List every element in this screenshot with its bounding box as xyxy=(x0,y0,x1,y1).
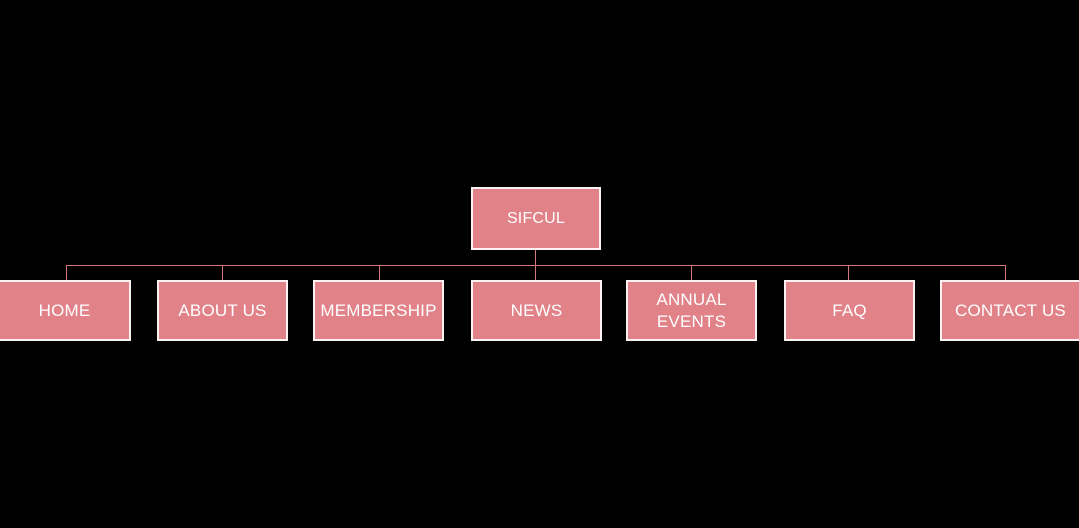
connector-stub-contact-us xyxy=(1005,265,1006,280)
node-faq-label: FAQ xyxy=(832,300,867,320)
connector-horizontal-bus xyxy=(66,265,1006,266)
connector-stub-membership xyxy=(379,265,380,280)
node-contact-us-label: CONTACT US xyxy=(955,300,1066,320)
connector-stub-about-us xyxy=(222,265,223,280)
node-home-label: HOME xyxy=(38,300,91,320)
node-about-us-label: ABOUT US xyxy=(178,300,267,320)
node-home[interactable]: HOME xyxy=(0,280,131,341)
connector-stub-home xyxy=(66,265,67,280)
node-membership-label: MEMBERSHIP xyxy=(320,300,437,320)
connector-root-stem xyxy=(535,250,536,266)
connector-stub-faq xyxy=(848,265,849,280)
connector-stub-annual-events xyxy=(691,265,692,280)
node-annual-events-label: ANNUAL EVENTS xyxy=(656,289,727,331)
node-faq[interactable]: FAQ xyxy=(784,280,915,341)
node-about-us[interactable]: ABOUT US xyxy=(157,280,288,341)
node-membership[interactable]: MEMBERSHIP xyxy=(313,280,444,341)
node-annual-events[interactable]: ANNUAL EVENTS xyxy=(626,280,757,341)
node-news[interactable]: NEWS xyxy=(471,280,602,341)
connector-stub-news xyxy=(535,265,536,280)
node-sifcul[interactable]: SIFCUL xyxy=(471,187,601,250)
node-news-label: NEWS xyxy=(510,300,563,320)
node-contact-us[interactable]: CONTACT US xyxy=(940,280,1079,341)
node-sifcul-label: SIFCUL xyxy=(506,209,566,227)
